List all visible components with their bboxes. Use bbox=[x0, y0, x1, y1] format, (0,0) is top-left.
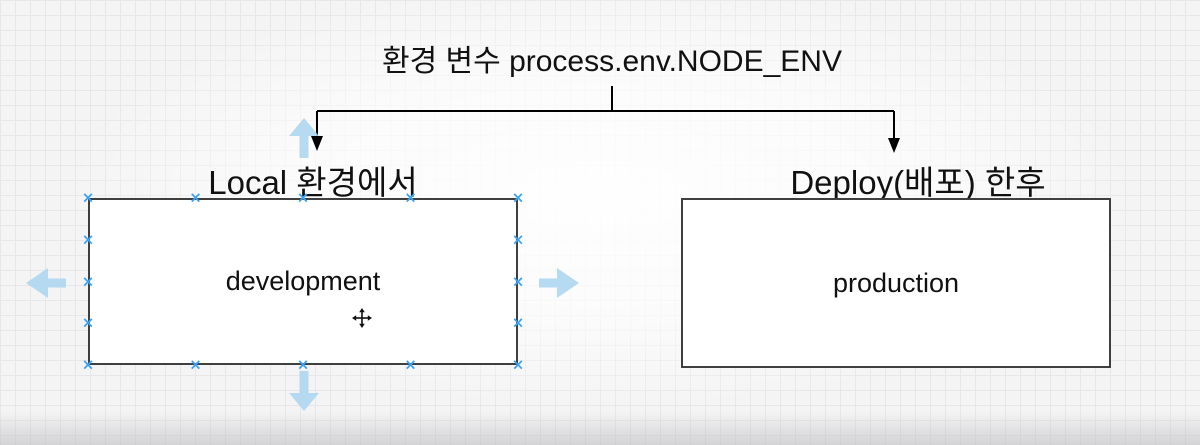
selection-handle-icon[interactable]: × bbox=[511, 272, 525, 290]
node-production-text: production bbox=[832, 267, 960, 298]
selection-handle-icon[interactable]: × bbox=[81, 230, 95, 249]
label-deploy[interactable]: Deploy(배포) 한후 bbox=[790, 164, 1046, 201]
node-development[interactable]: development bbox=[88, 198, 518, 365]
selection-handle-icon[interactable]: × bbox=[404, 355, 417, 374]
selection-handle-icon[interactable]: × bbox=[81, 188, 95, 207]
selection-handle-icon[interactable]: × bbox=[189, 355, 202, 374]
selection-handle-icon[interactable]: × bbox=[511, 313, 525, 332]
selection-handle-icon[interactable]: × bbox=[81, 272, 95, 290]
arrowhead-left-icon bbox=[311, 136, 323, 151]
node-production[interactable]: production bbox=[681, 198, 1111, 368]
selection-handle-icon[interactable]: × bbox=[296, 188, 310, 207]
selection-handle-icon[interactable]: × bbox=[511, 230, 525, 249]
diagram-title[interactable]: 환경 변수 process.env.NODE_ENV bbox=[382, 45, 842, 78]
selection-handle-icon[interactable]: × bbox=[511, 188, 525, 207]
selection-handle-icon[interactable]: × bbox=[404, 188, 417, 207]
selection-handles: × × × × × × × × × × × × × × × × bbox=[82, 190, 525, 372]
move-cursor-icon bbox=[352, 308, 372, 328]
arrowhead-right-icon bbox=[888, 138, 900, 153]
selection-handle-icon[interactable]: × bbox=[81, 355, 95, 374]
selection-handle-icon[interactable]: × bbox=[296, 355, 310, 374]
selection-handle-icon[interactable]: × bbox=[81, 313, 95, 332]
node-development-text: development bbox=[225, 266, 381, 296]
label-local-env[interactable]: Local 환경에서 bbox=[208, 164, 418, 201]
selection-handle-icon[interactable]: × bbox=[511, 355, 525, 374]
selection-handle-icon[interactable]: × bbox=[189, 188, 202, 207]
